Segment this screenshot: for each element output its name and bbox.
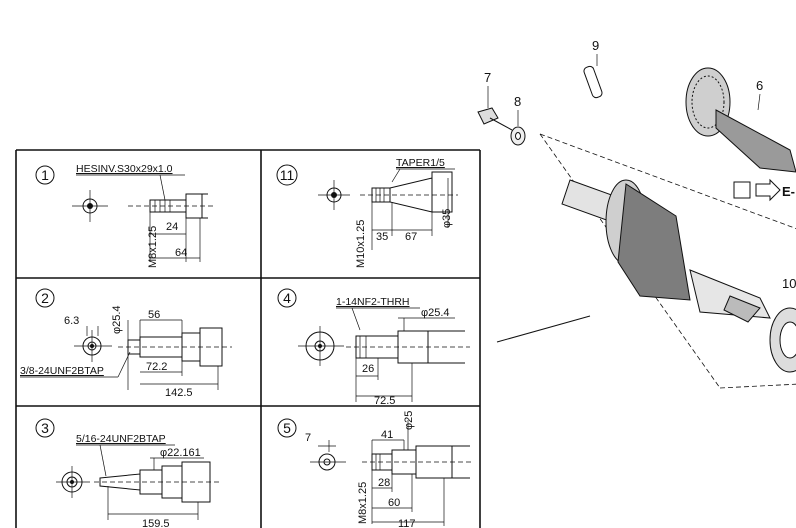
dimension-label: 117 (398, 518, 416, 528)
thread-spec: TAPER1/5 (396, 157, 445, 169)
crankshaft-part (561, 179, 771, 323)
shaft-variant-grid (15, 149, 481, 528)
dimension-label: M8x1.25 (147, 226, 159, 268)
panel-type-4: 4 1-14NF2-THRH φ25.4 26 72.5 (277, 288, 470, 407)
variant-number-circle (35, 165, 55, 185)
panel-type-3: 3 5/16-24UNF2BTAP φ22.161 159.5 (35, 418, 220, 528)
dimension-label: 6.3 (64, 315, 79, 327)
variant-number-circle (35, 418, 55, 438)
panel-type-11: 11 TAPER1/5 35 67 M10x1.25 φ35 (276, 157, 458, 268)
panel-type-5: 5 7 41 φ25 28 60 117 M8x1.25 (277, 411, 474, 528)
dimension-label: M10x1.25 (355, 220, 367, 268)
dimension-label: 7 (305, 432, 311, 444)
pin-part: 9 (583, 38, 603, 99)
bolt-part: 7 (477, 70, 513, 131)
reference-arrow: E- (733, 178, 795, 202)
variant-number: 5 (283, 420, 291, 436)
variant-number: 1 (41, 167, 49, 183)
variant-number-circle (277, 288, 297, 308)
bearing-part: 10 (769, 276, 796, 373)
balancer-part: 6 (685, 67, 796, 173)
variant-number-circle (276, 164, 298, 186)
dimension-label: φ35 (441, 209, 453, 228)
variant-number-circle (277, 418, 297, 438)
variant-number: 4 (283, 290, 291, 306)
panel-type-2: 2 6.3 56 72.2 142.5 φ25.4 3/8-24UNF2BTAP (20, 288, 232, 399)
dimension-label: 159.5 (142, 518, 170, 528)
dimension-label: 72.5 (374, 395, 395, 407)
panel-type-1: 1 HESINV.S30x29x1.0 24 64 M8x1.25 (35, 163, 214, 268)
reference-label: E- (782, 184, 795, 199)
variant-number: 11 (280, 167, 295, 183)
thread-spec: 3/8-24UNF2BTAP (20, 365, 104, 377)
dimension-label: 26 (362, 363, 374, 375)
variant-number: 2 (41, 290, 49, 306)
dimension-label: 56 (148, 309, 160, 321)
dimension-label: M8x1.25 (357, 482, 369, 524)
dimension-label: 72.2 (146, 361, 167, 373)
dimension-label: 142.5 (165, 387, 193, 399)
variant-number-circle (35, 288, 55, 308)
part-number-8: 8 (514, 94, 521, 109)
dimension-label: 64 (175, 247, 187, 259)
variant-number: 3 (41, 420, 49, 436)
dimension-label: 24 (166, 221, 178, 233)
dimension-label: φ22.161 (160, 447, 201, 459)
dimension-label: φ25.4 (421, 307, 450, 319)
thread-spec: 1-14NF2-THRH (336, 296, 410, 308)
dimension-label: 41 (381, 429, 393, 441)
part-number-6: 6 (756, 78, 763, 93)
part-number-10: 10 (782, 276, 796, 291)
dimension-label: φ25 (403, 411, 415, 430)
thread-spec: 5/16-24UNF2BTAP (76, 433, 166, 445)
part-number-7: 7 (484, 70, 491, 85)
dimension-label: φ25.4 (111, 305, 123, 334)
dimension-label: 60 (388, 497, 400, 509)
part-number-9: 9 (592, 38, 599, 53)
exploded-view: 9 7 8 6 E- (477, 38, 796, 389)
washer-part: 8 (510, 94, 526, 146)
dimension-label: 28 (378, 477, 390, 489)
dimension-label: 67 (405, 231, 417, 243)
dimension-label: 35 (376, 231, 388, 243)
thread-spec: HESINV.S30x29x1.0 (76, 163, 173, 175)
